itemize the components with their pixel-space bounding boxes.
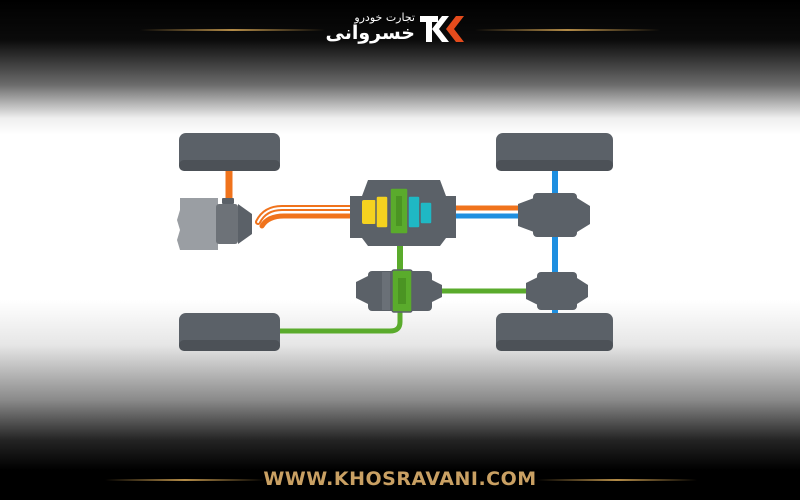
- differential-icon: [526, 272, 588, 310]
- logo-subtitle: تجارت خودرو: [354, 11, 415, 24]
- logo-name: خسروانی: [325, 22, 415, 44]
- orange-shaft-engine-to-gearbox-inner: [257, 207, 356, 223]
- tk-logo-icon[interactable]: [420, 12, 466, 46]
- footer-line-left: [105, 479, 265, 481]
- website-link[interactable]: WWW.KHOSRAVANI.COM: [263, 468, 537, 490]
- header-line-right: [475, 29, 660, 31]
- header: تجارت خودرو خسروانی: [0, 0, 800, 60]
- wheel-icon: [179, 313, 280, 351]
- footer-line-right: [537, 479, 697, 481]
- header-line-left: [140, 29, 325, 31]
- differential-icon: [518, 193, 590, 237]
- wheel-icon: [496, 313, 613, 351]
- gearbox-icon: [350, 180, 456, 246]
- wheel-icon: [179, 133, 280, 171]
- wheel-icon: [496, 133, 613, 171]
- engine-icon: [177, 198, 252, 250]
- green-shaft-to-left-wheel: [275, 307, 403, 334]
- gearbox-icon: [356, 269, 442, 313]
- orange-shaft-lower: [259, 213, 358, 229]
